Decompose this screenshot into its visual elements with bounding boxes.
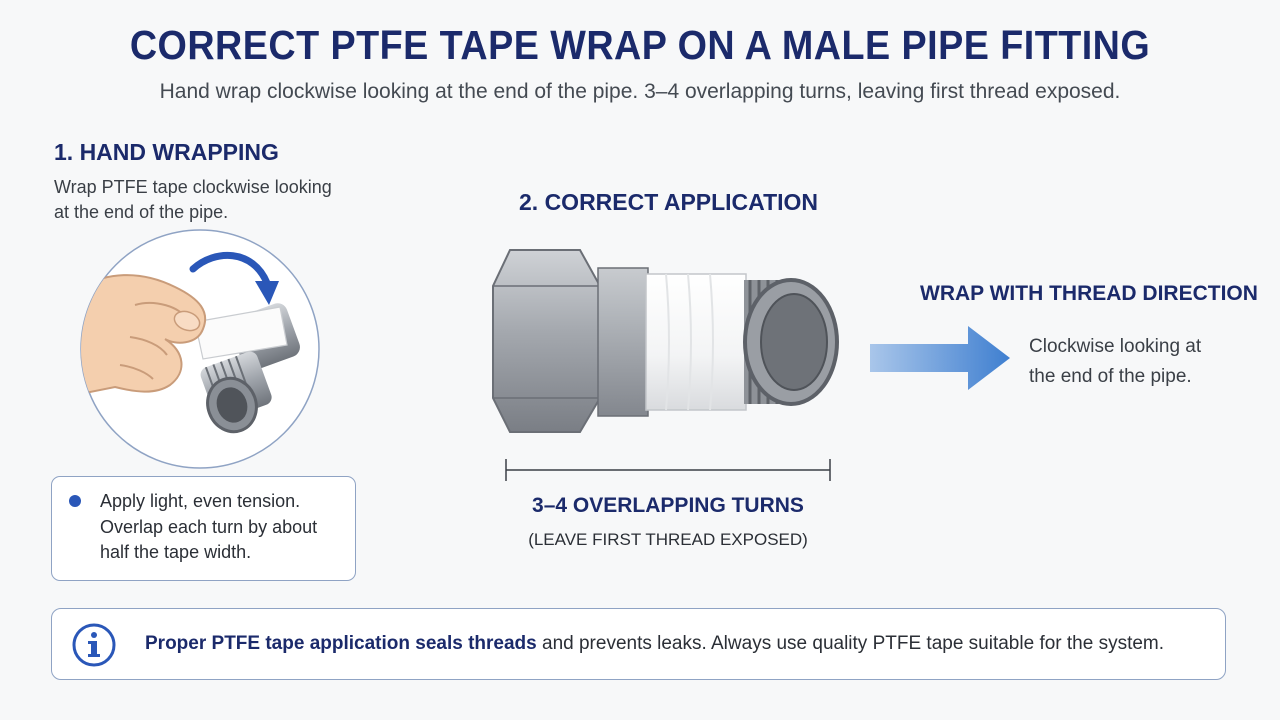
direction-arrow-icon xyxy=(870,326,1010,390)
dimension-line xyxy=(505,459,831,481)
dimension-label: 3–4 OVERLAPPING TURNS xyxy=(532,494,804,517)
tip-line2: Overlap each turn by about xyxy=(100,516,318,537)
section2-heading: 2. CORRECT APPLICATION xyxy=(519,189,819,215)
bullet-dot-icon xyxy=(69,495,81,507)
page-subtitle: Hand wrap clockwise looking at the end o… xyxy=(159,80,1121,103)
section3-desc-line2: the end of the pipe. xyxy=(1029,366,1192,387)
info-icon xyxy=(72,623,116,667)
hex-nut-icon xyxy=(492,249,601,433)
info-box: Proper PTFE tape application seals threa… xyxy=(51,608,1226,680)
page-title: CORRECT PTFE TAPE WRAP ON A MALE PIPE FI… xyxy=(129,22,1151,68)
section1-desc-line2: at the end of the pipe. xyxy=(54,202,229,222)
clockwise-arrow-icon xyxy=(189,251,279,305)
fitting-correct-application-illustration xyxy=(492,249,839,433)
dimension-sublabel: (LEAVE FIRST THREAD EXPOSED) xyxy=(528,530,808,549)
info-text: Proper PTFE tape application seals threa… xyxy=(145,633,1164,655)
tip-line3: half the tape width. xyxy=(100,542,252,562)
section1-heading: 1. HAND WRAPPING xyxy=(54,139,279,165)
tip-text: Apply light, even tension. Overlap each … xyxy=(100,489,350,566)
info-rest-text: and prevents leaks. Always use quality P… xyxy=(536,633,1165,654)
section3-desc-line1: Clockwise looking at xyxy=(1029,336,1202,357)
hand-wrapping-illustration xyxy=(80,229,320,469)
info-bold-text: Proper PTFE tape application seals threa… xyxy=(145,633,537,654)
section1-desc-line1: Wrap PTFE tape clockwise looking xyxy=(54,177,332,197)
ptfe-tape-wrap xyxy=(645,273,747,411)
section3-heading: WRAP WITH THREAD DIRECTION xyxy=(920,282,1258,305)
ptfe-tape-strip xyxy=(194,306,288,360)
tip-box: Apply light, even tension. Overlap each … xyxy=(51,476,356,581)
hand-icon xyxy=(81,274,207,399)
tip-line1: Apply light, even tension. xyxy=(100,491,301,511)
